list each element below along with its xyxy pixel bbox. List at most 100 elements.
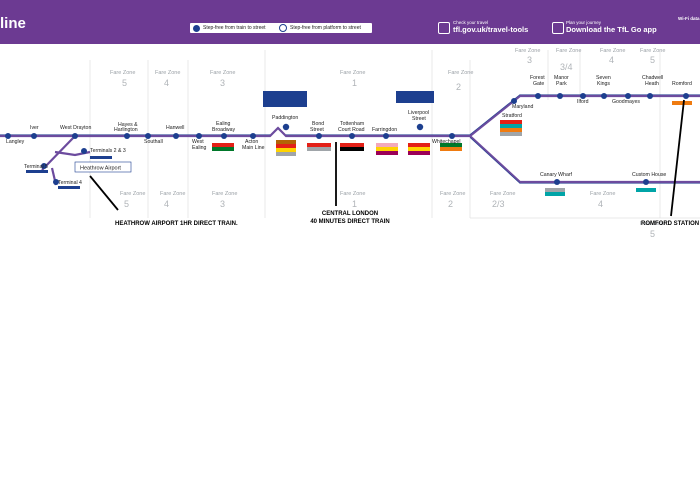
station-marker-stratford [511,98,517,104]
zone-label: Fare Zone [448,70,473,76]
zone-number: 4 [164,78,169,88]
zone-number: 3 [220,78,225,88]
station-label-terminal-5: Terminal 5 [24,164,48,170]
zone-number: 4 [598,199,603,209]
station-label-bond-street: Bond [312,121,324,127]
station-label-acton: Acton [245,139,258,145]
station-marker-romford [683,93,689,99]
station-marker-seven-kings [601,93,607,99]
wifi-label: Wi-Fi data [678,16,700,21]
station-label-west-drayton: West Drayton [60,125,91,131]
station-marker-liverpool-street [416,123,424,131]
station-marker-southall [145,133,151,139]
station-marker-langley [5,133,11,139]
romford-arrow [670,99,685,217]
zone-label: Fare Zone [340,191,365,197]
plan-journey-label: Plan your journey [566,20,602,25]
station-label-iver: Iver [30,125,39,131]
zone-number: 5 [650,229,655,239]
station-label-hanwell: Hanwell [166,125,184,131]
station-label-goodmayes: Goodmayes [612,99,640,105]
station-label-west-ealing: Ealing [192,145,207,151]
station-label-harlington: Harlington [114,127,138,133]
station-labels: Langley Iver West Drayton Hayes & Harlin… [6,75,692,186]
station-marker-ilford [580,93,586,99]
heathrow-airport-label: Heathrow Airport [80,166,121,172]
travel-tools-link[interactable]: Check your travel tfl.gov.uk/travel-tool… [453,20,528,34]
station-label-custom-house: Custom House [632,172,666,178]
heathrow-airport-box [74,161,132,173]
station-marker-west-drayton [72,133,78,139]
zone-label: Fare Zone [212,191,237,197]
legend-label: Step-free from train to street [203,25,266,31]
station-marker-manor-park [557,93,563,99]
station-label-stratford: Stratford [502,113,522,119]
station-label-maryland: Maryland [512,104,533,110]
station-label-forest-gate: Forest [530,75,545,81]
station-markers [5,93,689,185]
zone-labels: Fare Zone 5 Fare Zone 4 Fare Zone 3 Fare… [110,48,665,239]
station-marker-whitechapel [449,133,455,139]
zone-label: Fare Zone [600,48,625,54]
zone-label: Fare Zone [155,70,180,76]
check-travel-label: Check your travel [453,20,489,25]
zone-number: 5 [124,199,129,209]
info-notes [263,91,434,107]
station-label-terminals-23: Terminals 2 & 3 [90,148,126,154]
wifi-info: Wi-Fi data [678,16,699,21]
legend-label: Step-free from platform to street [290,25,361,31]
central-london-line2: 40 MINUTES DIRECT TRAIN [310,219,390,225]
zone-label: Fare Zone [340,70,365,76]
station-marker-goodmayes [625,93,631,99]
zone-label: Fare Zone [210,70,235,76]
station-label-tcr: Tottenham [340,121,364,127]
station-marker-hanwell [173,133,179,139]
station-label-acton: Main Line [242,145,265,151]
station-marker-tcr [349,133,355,139]
interchange-blocks [26,101,692,196]
central-london-annotation: CENTRAL LONDON 40 MINUTES DIRECT TRAIN [300,210,400,226]
station-label-seven-kings: Kings [597,81,610,87]
station-label-terminal-4: Terminal 4 [58,180,82,186]
zone-label: Fare Zone [515,48,540,54]
heathrow-annotation: HEATHROW AIRPORT 1HR DIRECT TRAIN. [115,221,238,227]
station-marker-terminals-23 [81,148,87,154]
station-marker-maryland [535,93,541,99]
zone-label: Fare Zone [590,191,615,197]
line-tracks [0,94,700,186]
station-label-ilford: Ilford [577,99,589,105]
station-marker-farringdon [383,133,389,139]
zone-number: 2/3 [492,199,505,209]
station-label-liverpool-street: Liverpool [408,110,429,116]
station-marker-bond-street [316,133,322,139]
zone-number: 3/4 [560,62,573,72]
tfl-go-app-link[interactable]: Plan your journey Download the TfL Go ap… [566,20,657,34]
station-label-chadwell-heath: Chadwell [642,75,663,81]
station-marker-canary-wharf [554,179,560,185]
zone-label: Fare Zone [110,70,135,76]
zone-number: 2 [456,82,461,92]
legend-step-free-train: Step-free from train to street [190,23,278,33]
station-label-manor-park: Park [556,81,567,87]
station-marker-chadwell [647,93,653,99]
zone-label: Fare Zone [640,48,665,54]
station-label-liverpool-street: Street [412,116,426,122]
station-marker-west-ealing [196,133,202,139]
elizabeth-line-map: Fare Zone 5 Fare Zone 4 Fare Zone 3 Fare… [0,48,700,239]
station-marker-terminal-4 [53,179,59,185]
station-marker-terminal-5 [41,163,47,169]
station-label-manor-park: Manor [554,75,569,81]
abbey-wood-branch [469,135,700,184]
zone-number: 3 [527,55,532,65]
zone-number: 3 [220,199,225,209]
station-label-canary-wharf: Canary Wharf [540,172,573,178]
zone-number: 4 [164,199,169,209]
station-marker-acton [250,133,256,139]
main-track [0,94,700,138]
phone-app-icon [552,22,564,34]
romford-annotation: ROMFORD STATION [641,221,700,227]
step-free-icon [193,24,200,32]
step-free-platform-icon [279,24,287,32]
station-marker-ealing [221,133,227,139]
station-label-west-ealing: West [192,139,204,145]
